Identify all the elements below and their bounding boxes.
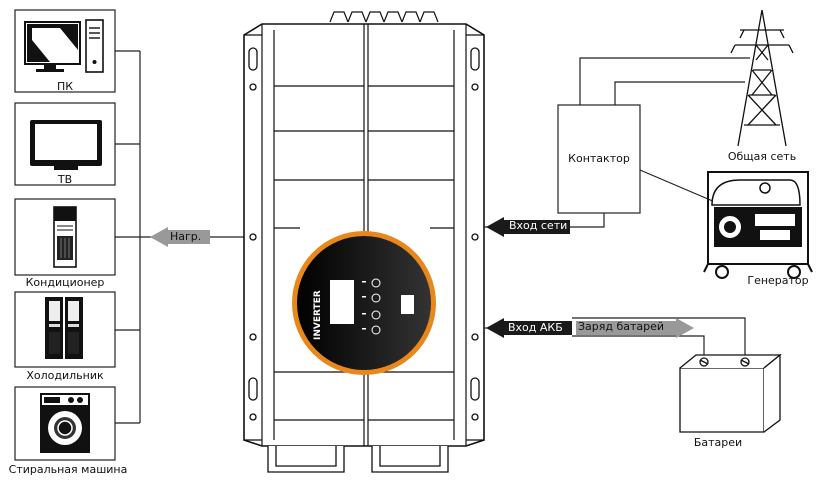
battery-icon — [679, 353, 782, 433]
transmission-tower-icon — [730, 9, 794, 147]
grid-input-arrow — [486, 217, 570, 237]
fridge-icon — [45, 297, 83, 359]
fridge-label: Холодильник — [26, 369, 104, 382]
pc-label: ПК — [56, 80, 74, 93]
control-panel — [297, 236, 431, 370]
tv-icon — [30, 120, 102, 170]
contactor-label: Контактор — [568, 152, 630, 165]
battery-label: Батареи — [693, 436, 743, 449]
pc-icon — [24, 19, 104, 73]
grid-input-label: Вход сети — [509, 219, 568, 232]
grid-label: Общая сеть — [727, 150, 797, 163]
tv-label: ТВ — [57, 173, 73, 186]
battery-charge-label: Заряд батарей — [578, 320, 665, 333]
load-arrow — [150, 227, 210, 247]
washing-machine-icon — [40, 393, 90, 453]
status-window — [401, 295, 414, 314]
battery-charge-arrow — [576, 318, 694, 338]
generator-label: Генератор — [747, 274, 809, 287]
battery-input-label: Вход АКБ — [508, 321, 563, 334]
grid-wiring — [484, 57, 750, 228]
ac-icon — [53, 206, 77, 268]
panel-buttons — [371, 278, 381, 335]
washer-label: Стиральная машина — [8, 463, 128, 476]
battery-input-arrow — [486, 318, 572, 338]
load-label: Нагр. — [170, 230, 202, 243]
lcd-screen — [330, 280, 354, 324]
ac-label: Кондиционер — [25, 276, 105, 289]
generator-icon — [703, 171, 813, 279]
inverter-brand: INVERTER — [313, 290, 323, 340]
inverter-unit: INVERTER — [243, 11, 485, 473]
contactor-box — [557, 104, 641, 214]
